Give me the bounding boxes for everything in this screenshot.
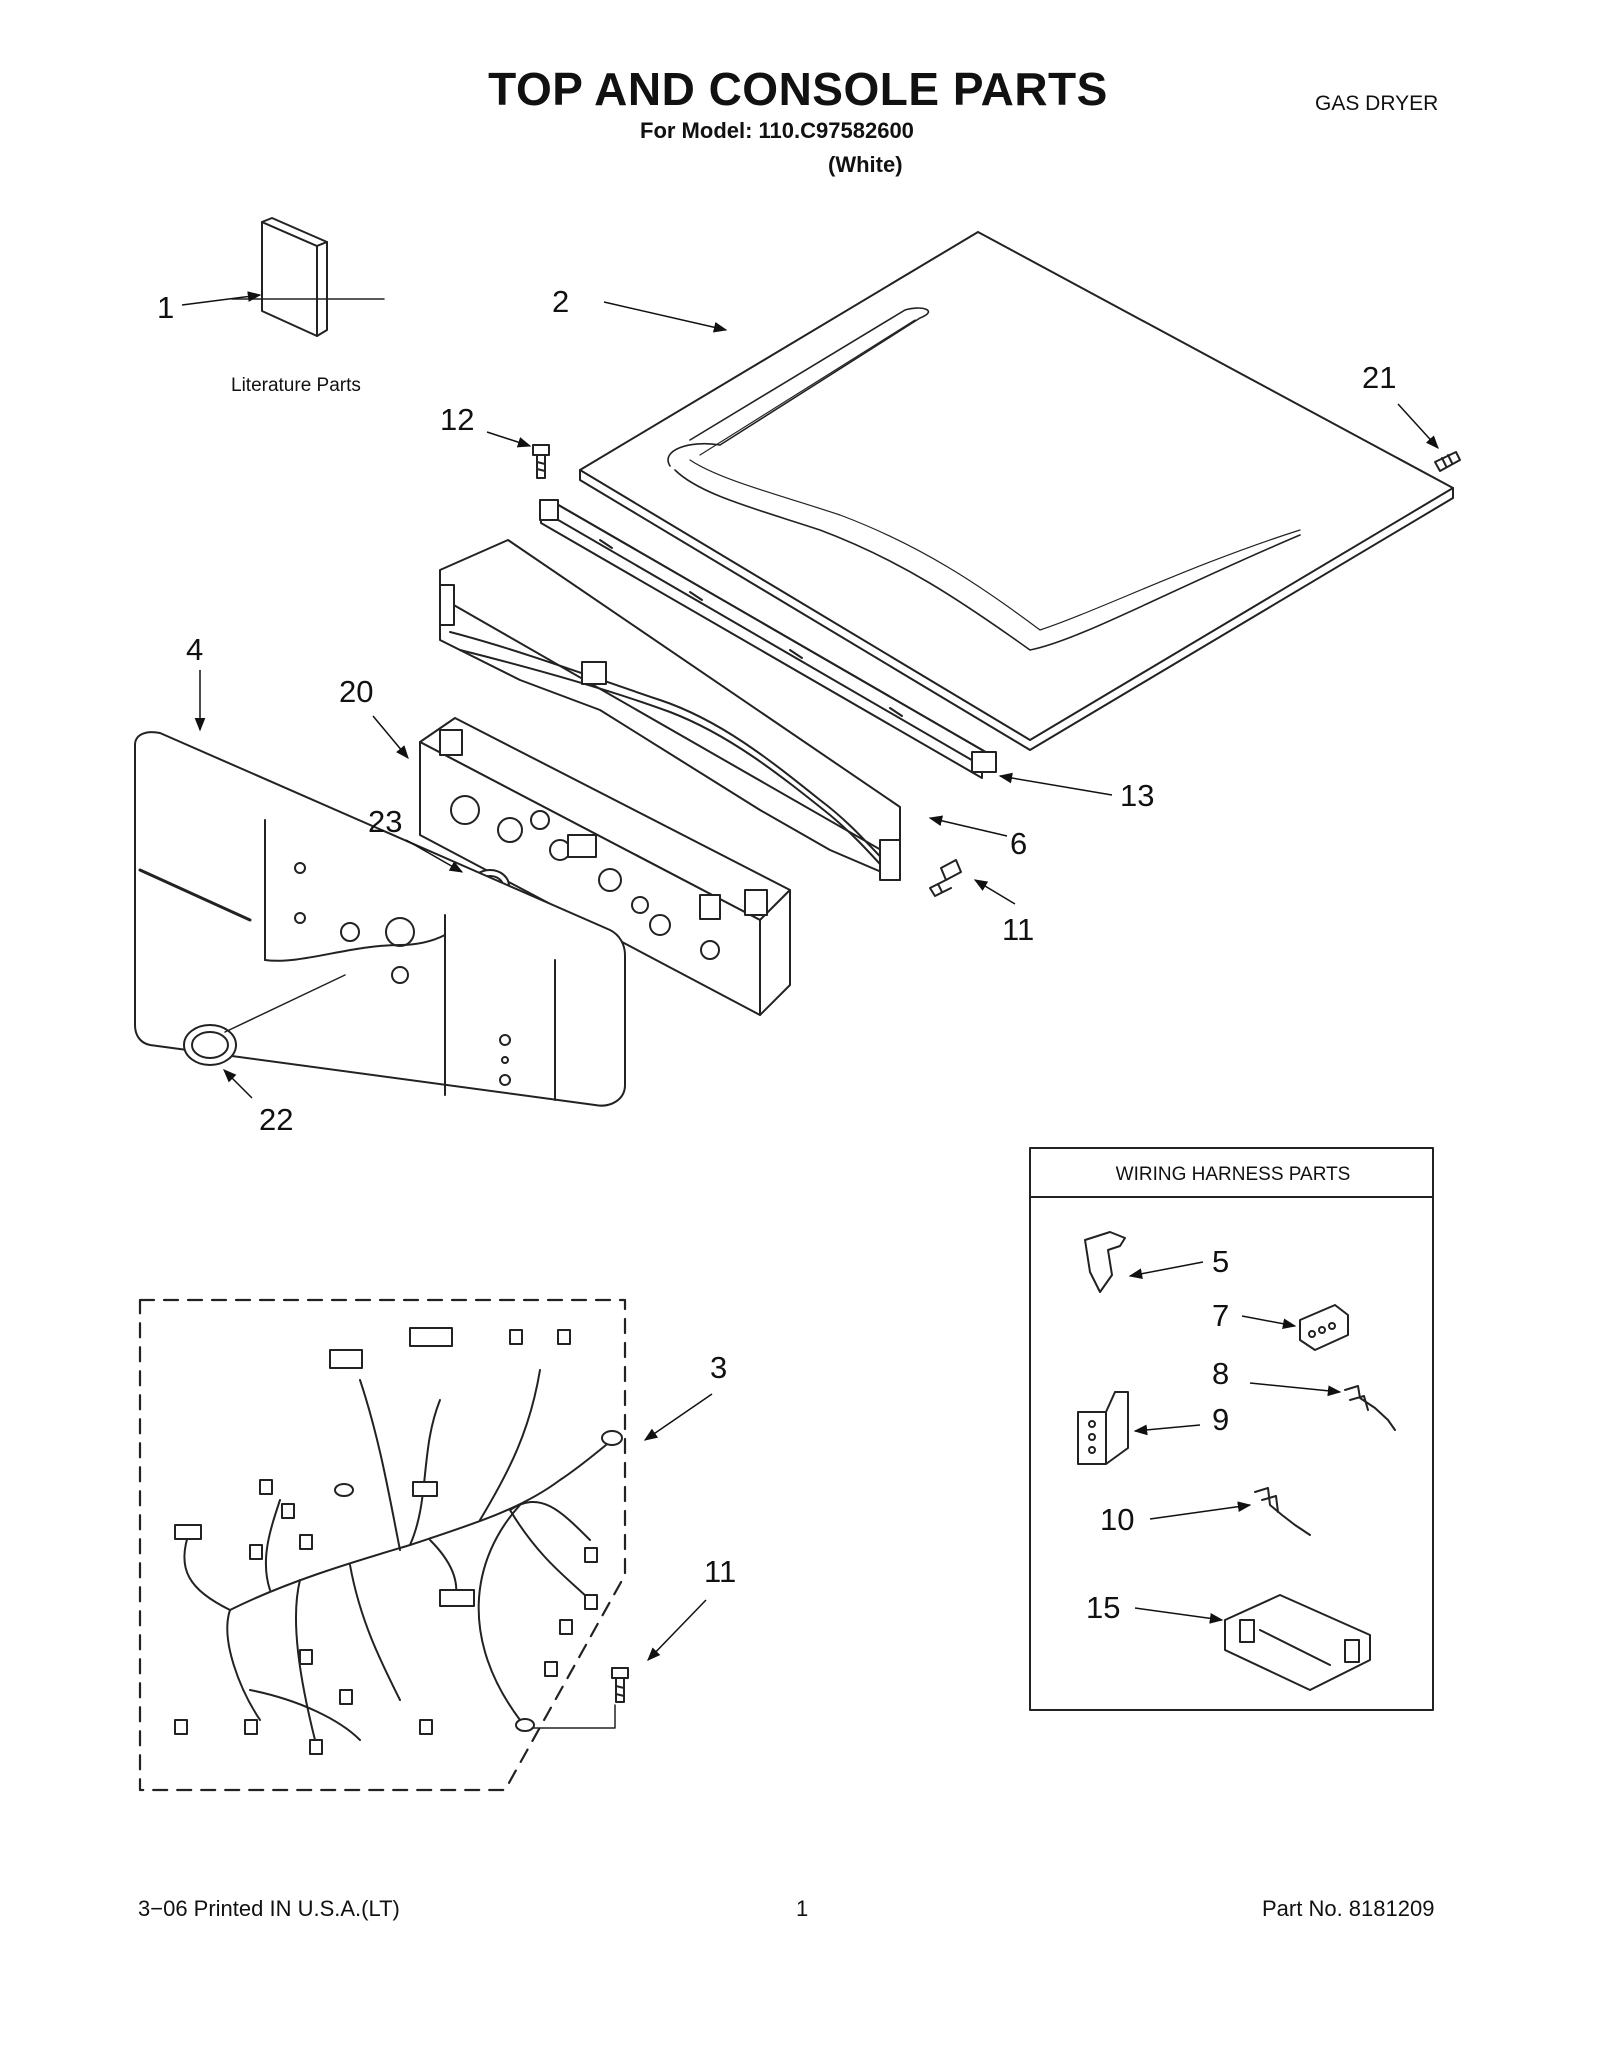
connector-part-9 <box>1077 1391 1129 1465</box>
page-title: TOP AND CONSOLE PARTS <box>488 63 1108 115</box>
leader-arrow-2 <box>603 301 728 333</box>
screw-part-12 <box>532 444 550 479</box>
callout-10: 10 <box>1100 1502 1134 1537</box>
callout-20: 20 <box>339 674 373 709</box>
leader-arrow-22 <box>223 1069 253 1099</box>
control-board-part-20 <box>419 717 791 1016</box>
callout-2: 2 <box>552 284 569 319</box>
footer-page-number: 1 <box>796 1896 809 1921</box>
callout-4: 4 <box>186 632 203 667</box>
screw-part-11-lower <box>611 1667 629 1703</box>
leader-arrow-8 <box>1249 1382 1342 1397</box>
callout-22: 22 <box>259 1102 293 1137</box>
callout-21: 21 <box>1362 360 1396 395</box>
wiring-box-title: WIRING HARNESS PARTS <box>1116 1164 1351 1185</box>
leader-arrow-13 <box>998 772 1113 796</box>
leader-arrow-20 <box>372 715 409 760</box>
footer-part-number: Part No. 8181209 <box>1262 1896 1435 1921</box>
callout-11-upper: 11 <box>1002 912 1034 947</box>
leader-arrow-10 <box>1149 1501 1252 1520</box>
callout-23: 23 <box>368 804 402 839</box>
terminal-part-10 <box>1254 1487 1311 1536</box>
footer-print-info: 3−06 Printed IN U.S.A.(LT) <box>138 1896 400 1921</box>
wiring-harness-parts-box <box>1029 1147 1434 1711</box>
screw-part-21 <box>1434 451 1461 472</box>
leader-arrow-3 <box>643 1393 713 1441</box>
clip-part-5 <box>1084 1231 1126 1293</box>
leader-arrow-11-upper <box>973 879 1016 905</box>
wiring-harness-part-3 <box>138 1298 627 1792</box>
leader-arrow-5 <box>1128 1261 1204 1280</box>
callout-6: 6 <box>1010 826 1027 861</box>
callout-5: 5 <box>1212 1244 1229 1279</box>
callout-7: 7 <box>1212 1298 1229 1333</box>
leader-arrow-1 <box>181 291 262 306</box>
callout-3: 3 <box>710 1350 727 1385</box>
callout-12: 12 <box>440 402 474 437</box>
callout-1: 1 <box>157 290 174 325</box>
dryer-type-label: GAS DRYER <box>1315 92 1439 115</box>
screw-part-11-upper <box>929 859 962 897</box>
callout-9: 9 <box>1212 1402 1229 1437</box>
callout-8: 8 <box>1212 1356 1229 1391</box>
connector-part-7 <box>1299 1304 1349 1351</box>
leader-arrow-6 <box>928 815 1008 837</box>
terminal-part-8 <box>1344 1385 1396 1431</box>
knob-leader-line <box>224 974 346 1033</box>
callout-13: 13 <box>1120 778 1154 813</box>
leader-arrow-7 <box>1241 1315 1297 1330</box>
leader-arrow-23 <box>405 839 464 873</box>
literature-parts-label: Literature Parts <box>231 375 361 396</box>
literature-booklet-part <box>261 217 328 337</box>
leader-arrow-15 <box>1134 1607 1224 1624</box>
leader-arrow-12 <box>486 431 532 448</box>
console-panel-part-4 <box>134 731 626 1107</box>
color-line: (White) <box>828 152 903 177</box>
leader-arrow-9 <box>1133 1424 1201 1436</box>
dryer-top-panel-part <box>579 231 1454 751</box>
ground-leader-line <box>531 1704 616 1729</box>
console-bracket-part-6 <box>439 539 901 881</box>
leader-arrow-21 <box>1397 403 1439 449</box>
leader-arrow-11-lower <box>647 1599 707 1661</box>
knob-part-22 <box>183 1024 237 1066</box>
housing-part-15 <box>1224 1594 1371 1691</box>
rail-bracket-part-13 <box>539 499 997 779</box>
model-line: For Model: 110.C97582600 <box>640 118 914 143</box>
callout-15: 15 <box>1086 1590 1120 1625</box>
callout-11-lower: 11 <box>704 1554 736 1589</box>
